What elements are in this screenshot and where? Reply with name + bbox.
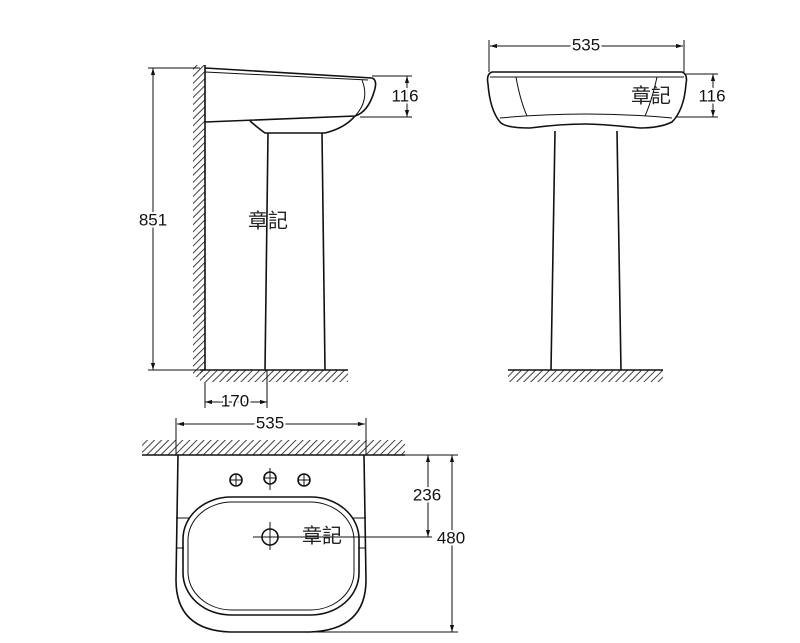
front-basin-depth-label: 116 bbox=[698, 86, 725, 105]
front-view: 535 116 章記 bbox=[486, 33, 728, 382]
front-basin-detail bbox=[490, 76, 684, 119]
floor-hatch bbox=[200, 370, 348, 382]
tap-hole-center bbox=[263, 468, 277, 490]
front-basin bbox=[486, 71, 688, 129]
tap-hole-right bbox=[297, 473, 311, 487]
front-floor-hatch bbox=[508, 370, 663, 382]
top-wall-hatch bbox=[142, 440, 405, 455]
side-view: 851 116 170 章記 bbox=[137, 65, 421, 412]
basin-rim bbox=[204, 71, 369, 117]
drain-hole bbox=[261, 522, 279, 550]
basin-profile bbox=[204, 67, 377, 123]
front-pedestal-right bbox=[616, 130, 622, 371]
watermark: 章記 bbox=[631, 84, 671, 108]
top-width-label: 535 bbox=[256, 413, 284, 432]
top-view: 535 236 480 章記 bbox=[142, 411, 467, 633]
wall-offset-label: 170 bbox=[221, 391, 249, 410]
wall-hatch bbox=[193, 65, 205, 377]
side-basin-depth-label: 116 bbox=[391, 86, 418, 105]
front-pedestal-left bbox=[550, 130, 556, 371]
watermark: 章記 bbox=[248, 209, 288, 233]
height-dimension-label: 851 bbox=[139, 210, 167, 229]
watermark: 章記 bbox=[302, 524, 342, 548]
drain-offset-label: 236 bbox=[413, 485, 441, 504]
pedestal-right bbox=[321, 132, 326, 371]
bowl-outline bbox=[182, 496, 360, 616]
tap-hole-left bbox=[229, 473, 243, 487]
depth-label: 480 bbox=[437, 528, 465, 547]
top-basin-outline bbox=[175, 454, 367, 633]
pedestal-left bbox=[264, 132, 269, 371]
basin-underside bbox=[249, 115, 356, 134]
front-width-label: 535 bbox=[572, 35, 600, 54]
